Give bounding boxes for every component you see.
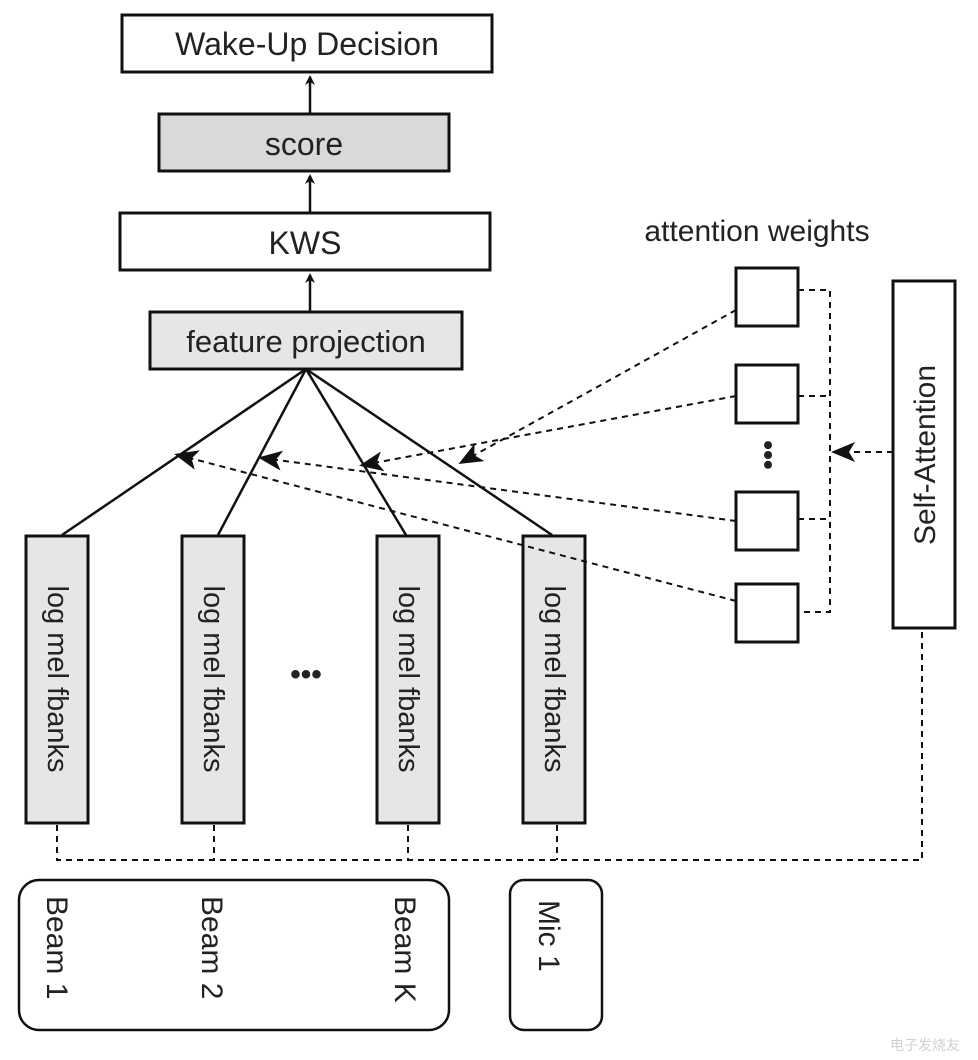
feature-projection-node: feature projection	[148, 310, 464, 371]
weight-arrow-3	[258, 450, 737, 522]
fbank-1-label: log mel fbanks	[41, 586, 73, 773]
wake-up-decision-node: Wake-Up Decision	[120, 13, 494, 74]
weight-arrow-4	[174, 450, 737, 602]
mic-group: Mic 1	[508, 878, 604, 1032]
fbank-2-node: log mel fbanks	[180, 534, 246, 825]
score-node: score	[157, 112, 451, 173]
score-label: score	[265, 126, 343, 162]
fbank-ellipsis: •••	[290, 658, 322, 691]
fbank-2-label: log mel fbanks	[197, 586, 229, 773]
mic-1-label: Mic 1	[532, 900, 565, 972]
attention-weight-2	[734, 363, 800, 425]
wake-up-decision-label: Wake-Up Decision	[175, 26, 439, 62]
fbank-1-node: log mel fbanks	[24, 534, 90, 825]
weight-arrow-1	[458, 309, 737, 464]
beam-group: Beam 1 Beam 2 Beam K	[17, 878, 451, 1032]
attention-weight-4	[734, 582, 800, 644]
feature-projection-label: feature projection	[186, 324, 426, 359]
fbank-k-node: log mel fbanks	[375, 534, 441, 825]
watermark: 电子发烧友	[890, 1038, 960, 1054]
fbank-k-label: log mel fbanks	[392, 586, 424, 773]
weight-arrow-2	[359, 395, 737, 472]
beam-k-label: Beam K	[388, 896, 421, 1003]
kws-node: KWS	[118, 211, 492, 272]
weights-bracket	[798, 289, 831, 613]
edge-fp-fbank-k	[304, 368, 408, 536]
edge-fp-fbank-2	[216, 368, 308, 536]
fbank-mic-node: log mel fbanks	[521, 534, 587, 825]
edge-fp-fbank-1	[61, 367, 307, 537]
input-bus	[56, 628, 923, 861]
attention-weight-3	[734, 490, 800, 552]
beam-1-label: Beam 1	[40, 896, 73, 999]
kws-label: KWS	[269, 225, 342, 261]
attention-weights-label: attention weights	[644, 215, 869, 248]
self-attention-label: Self-Attention	[909, 365, 942, 545]
fbank-mic-label: log mel fbanks	[538, 586, 570, 773]
beam-2-label: Beam 2	[195, 896, 228, 999]
attention-weight-1	[734, 266, 800, 328]
weights-ellipsis: •••	[753, 440, 784, 469]
self-attention-node: Self-Attention	[891, 279, 957, 630]
